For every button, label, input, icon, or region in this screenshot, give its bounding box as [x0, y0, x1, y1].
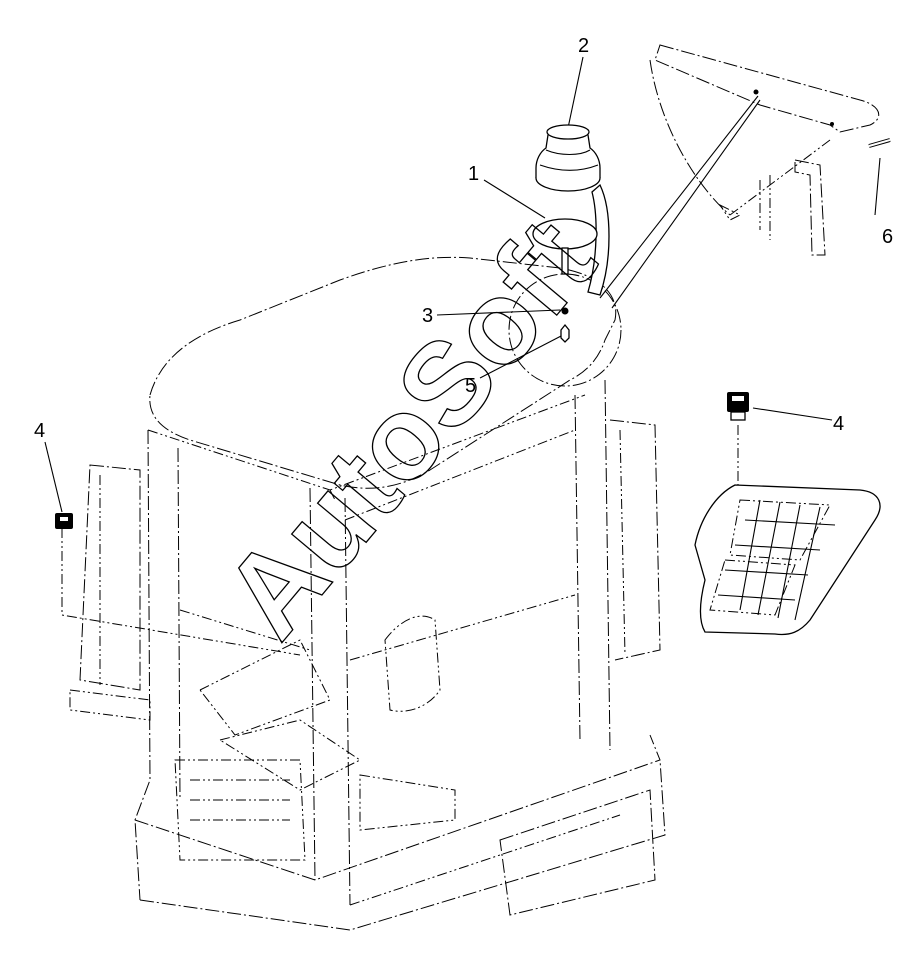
callout-3: 3: [422, 305, 433, 327]
washer: [561, 307, 569, 315]
detail-circle: [508, 273, 622, 387]
magnetic-base: [532, 218, 598, 275]
switch-left: [55, 513, 73, 529]
switch-panel: [694, 484, 881, 636]
nut: [560, 323, 570, 343]
callout-6: 6: [882, 226, 893, 248]
leader-lines: [44, 56, 881, 656]
watermark: AutoSoft: [199, 195, 620, 661]
roof-detail-view: [649, 44, 880, 256]
switch-right: [727, 392, 749, 421]
cab-frame: [69, 256, 666, 931]
callout-4-left: 4: [34, 420, 45, 442]
callout-2: 2: [578, 35, 589, 57]
beacon-light: [535, 124, 610, 296]
callout-1: 1: [468, 163, 479, 185]
callout-5: 5: [465, 375, 476, 397]
callout-4-right: 4: [833, 413, 844, 435]
